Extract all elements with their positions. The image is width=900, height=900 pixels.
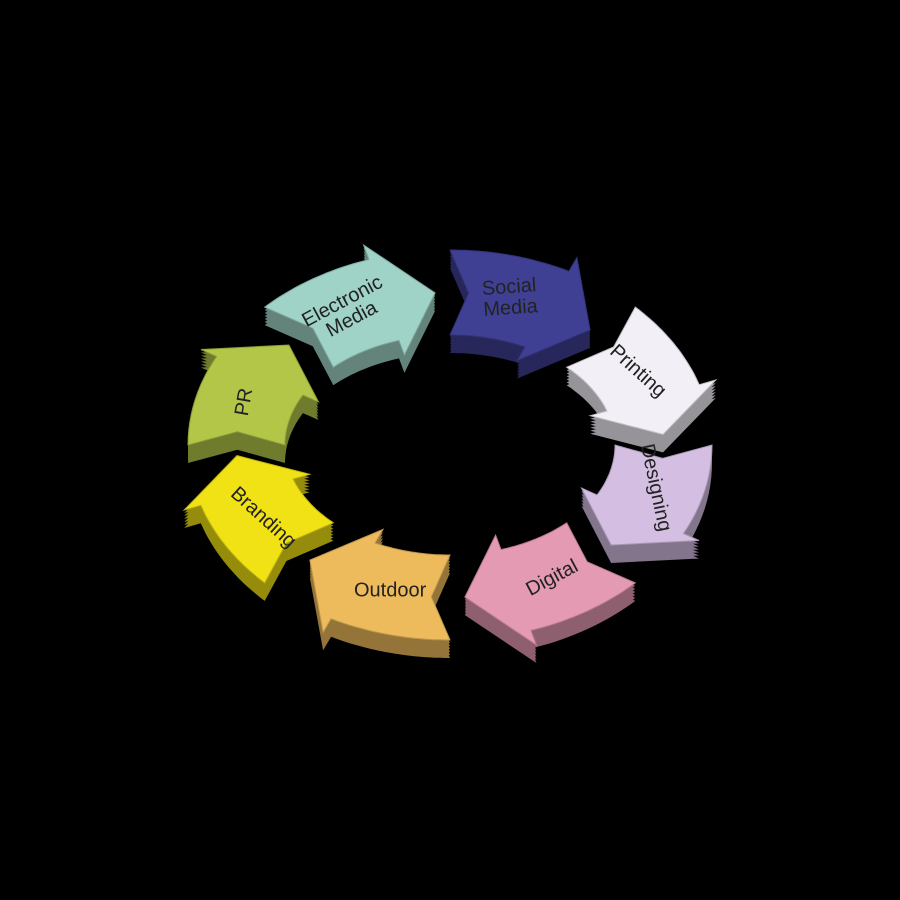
arrow-segment-designing [580,444,713,563]
arrow-segment-outdoor [309,528,451,658]
arrow-face-branding [182,455,335,584]
arrow-face-digital [464,522,637,647]
arrow-segment-digital [464,522,637,663]
label-line-pr: PR [231,386,257,417]
arrow-face-social-media [449,249,591,362]
arrow-face-outdoor [309,528,451,641]
arrow-face-designing [580,444,713,546]
arrow-segment-printing [565,306,718,453]
arrow-face-pr [187,344,320,446]
label-line-social-media: Social [481,275,537,301]
label-social-media: SocialMedia [481,274,539,321]
arrow-segment-electronic-media [263,243,436,386]
label-pr: PR [231,386,257,417]
arrow-face-printing [565,306,718,435]
label-line-social-media: Media [483,295,540,321]
arrow-face-electronic-media [263,243,436,368]
label-line-outdoor: Outdoor [354,580,427,602]
arrow-segment-pr [187,344,320,463]
arrow-segment-branding [182,455,335,601]
cycle-arrows [182,243,718,663]
label-outdoor: Outdoor [354,580,427,602]
arrow-segment-social-media [449,249,591,379]
